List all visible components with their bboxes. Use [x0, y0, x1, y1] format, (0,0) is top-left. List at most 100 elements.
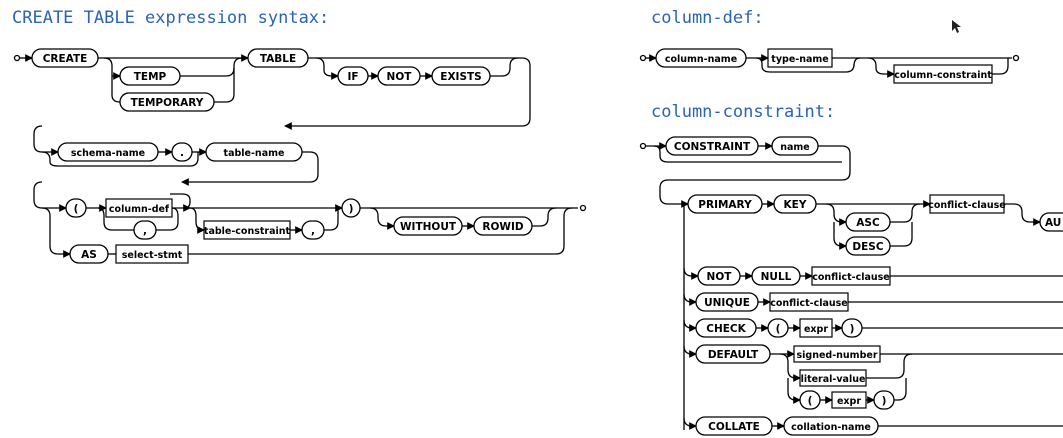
rparen-symbol: ): [341, 198, 361, 218]
svg-text:column-def: column-def: [109, 204, 170, 215]
comma-symbol-1: ,: [133, 220, 157, 240]
check-rparen: ): [841, 318, 863, 338]
table-name-box: table-name: [205, 142, 303, 162]
svg-text:(: (: [776, 323, 781, 335]
conflict-clause-box-2: conflict-clause: [811, 266, 891, 286]
not-keyword: NOT: [377, 66, 421, 86]
svg-text:expr: expr: [837, 396, 861, 407]
svg-text:literal-value: literal-value: [801, 374, 866, 385]
svg-text:AU: AU: [1045, 217, 1061, 229]
conflict-clause-box-1: conflict-clause: [928, 194, 1006, 214]
svg-text:): ): [850, 323, 855, 335]
svg-text:EXISTS: EXISTS: [440, 71, 481, 83]
column-def-wires: [639, 54, 1020, 78]
key-keyword: KEY: [773, 194, 817, 214]
column-constraint-wires: [639, 142, 1063, 430]
check-expr-box: expr: [799, 318, 833, 338]
dot-symbol: .: [171, 142, 193, 162]
table-keyword: TABLE: [247, 48, 309, 68]
svg-text:WITHOUT: WITHOUT: [400, 221, 457, 233]
signed-number-box: signed-number: [793, 345, 881, 363]
unique-keyword: UNIQUE: [695, 292, 759, 312]
svg-text:(: (: [74, 203, 79, 215]
if-keyword: IF: [337, 66, 369, 86]
svg-text:conflict-clause: conflict-clause: [928, 200, 1006, 211]
svg-text:(: (: [808, 395, 813, 407]
as-keyword: AS: [69, 244, 109, 264]
svg-text:NOT: NOT: [707, 271, 733, 283]
svg-text:DEFAULT: DEFAULT: [708, 349, 759, 361]
create-keyword: CREATE: [31, 48, 99, 68]
conflict-clause-box-3: conflict-clause: [769, 292, 849, 312]
lparen-symbol: (: [65, 198, 87, 218]
select-stmt-box: select-stmt: [115, 244, 189, 264]
column-def-title: column-def:: [651, 8, 764, 28]
svg-text:conflict-clause: conflict-clause: [770, 298, 848, 309]
table-constraint-box: table-constraint: [203, 220, 291, 240]
svg-text:CONSTRAINT: CONSTRAINT: [674, 141, 751, 153]
create-table-title: CREATE TABLE expression syntax:: [12, 8, 330, 28]
svg-text:expr: expr: [804, 324, 828, 335]
svg-text:table-name: table-name: [224, 148, 285, 159]
mouse-cursor-icon: [952, 20, 961, 33]
svg-text:AS: AS: [81, 249, 97, 261]
svg-text:column-constraint: column-constraint: [894, 70, 992, 81]
svg-text:TEMPORARY: TEMPORARY: [131, 97, 204, 109]
svg-text:NULL: NULL: [761, 271, 792, 283]
svg-text:PRIMARY: PRIMARY: [698, 199, 752, 211]
check-keyword: CHECK: [695, 318, 757, 338]
svg-text:,: ,: [311, 225, 315, 237]
check-lparen: (: [767, 318, 789, 338]
temporary-keyword: TEMPORARY: [119, 92, 215, 112]
svg-text:type-name: type-name: [771, 54, 828, 65]
collate-keyword: COLLATE: [695, 416, 773, 436]
default-keyword: DEFAULT: [695, 344, 771, 364]
svg-text:): ): [882, 395, 887, 407]
svg-text:NOT: NOT: [387, 71, 413, 83]
exists-keyword: EXISTS: [431, 66, 491, 86]
svg-text:DESC: DESC: [852, 241, 883, 253]
svg-text:CREATE: CREATE: [43, 53, 88, 65]
column-constraint-title: column-constraint:: [651, 102, 836, 122]
svg-text:name: name: [780, 142, 810, 153]
schema-name-box: schema-name: [57, 142, 159, 162]
default-lparen: (: [799, 390, 821, 410]
rowid-keyword: ROWID: [473, 216, 533, 236]
svg-text:TEMP: TEMP: [134, 71, 167, 83]
column-def-box: column-def: [105, 198, 173, 218]
svg-text:column-name: column-name: [665, 54, 737, 65]
default-expr-box: expr: [831, 391, 867, 409]
svg-text:ROWID: ROWID: [482, 221, 523, 233]
default-rparen: ): [873, 390, 895, 410]
svg-text:): ): [349, 203, 354, 215]
desc-keyword: DESC: [845, 236, 891, 256]
temp-keyword: TEMP: [119, 66, 181, 86]
null-keyword: NULL: [751, 266, 801, 286]
name-box: name: [771, 136, 819, 156]
create-table-wires: [13, 54, 587, 258]
svg-text:conflict-clause: conflict-clause: [812, 272, 890, 283]
comma-symbol-2: ,: [301, 220, 325, 240]
svg-text:signed-number: signed-number: [796, 350, 877, 361]
asc-keyword: ASC: [845, 212, 891, 232]
svg-text:schema-name: schema-name: [71, 148, 145, 159]
svg-text:CHECK: CHECK: [706, 323, 746, 335]
type-name-box: type-name: [767, 48, 833, 68]
without-keyword: WITHOUT: [393, 216, 463, 236]
svg-text:IF: IF: [347, 71, 358, 83]
not-keyword-2: NOT: [697, 266, 741, 286]
svg-text:collation-name: collation-name: [791, 422, 871, 433]
column-constraint-box: column-constraint: [893, 64, 993, 84]
svg-text:COLLATE: COLLATE: [708, 421, 760, 433]
primary-keyword: PRIMARY: [687, 194, 763, 214]
autoincrement-keyword-partial: AU: [1039, 212, 1063, 232]
constraint-keyword: CONSTRAINT: [665, 136, 759, 156]
svg-text:select-stmt: select-stmt: [122, 250, 183, 261]
svg-text:UNIQUE: UNIQUE: [704, 297, 750, 309]
svg-text:table-constraint: table-constraint: [204, 226, 291, 237]
svg-text:,: ,: [143, 225, 147, 237]
column-name-box: column-name: [655, 48, 747, 68]
svg-text:ASC: ASC: [856, 217, 880, 229]
svg-text:KEY: KEY: [784, 199, 807, 211]
svg-text:.: .: [180, 147, 184, 159]
